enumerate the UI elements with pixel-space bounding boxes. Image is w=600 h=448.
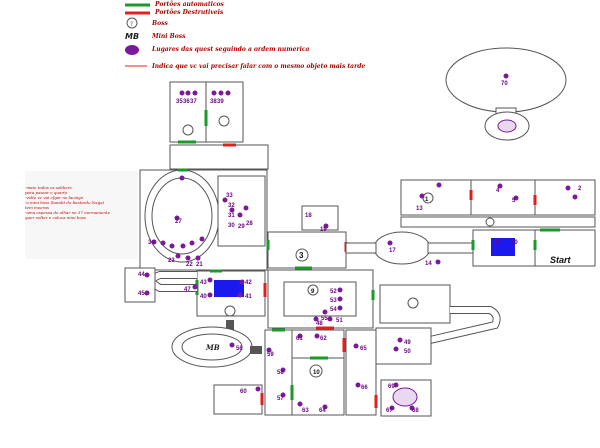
room-3	[267, 231, 347, 269]
room-60	[213, 384, 263, 415]
svg-text:34: 34	[148, 240, 155, 246]
svg-text:36: 36	[183, 99, 190, 105]
legend-mb-symbol: MB	[125, 32, 139, 41]
room-1	[400, 179, 472, 216]
svg-text:52: 52	[330, 289, 337, 295]
svg-text:17: 17	[389, 248, 396, 254]
note-line: -o mini boss (bandit do bastardo Naga)	[25, 200, 105, 205]
start-label: Start	[550, 255, 572, 265]
svg-text:37: 37	[190, 99, 197, 105]
svg-text:42: 42	[245, 280, 252, 286]
svg-text:58: 58	[277, 370, 284, 376]
svg-text:1: 1	[425, 197, 429, 203]
svg-text:32: 32	[228, 203, 235, 209]
quest-labels: 35 36 37 38 39 33 32 31 30 34 23 29 28 2…	[138, 81, 582, 414]
note-line: quer voltar o coloca mini boss	[25, 215, 86, 220]
svg-text:29: 29	[238, 224, 245, 230]
svg-text:28: 28	[246, 221, 253, 227]
legend-arrow-text: Indica que vc vai precisar falar com o m…	[152, 63, 366, 70]
svg-text:49: 49	[404, 340, 411, 346]
legend-auto-gate-text: Portões automaticos	[155, 1, 224, 8]
svg-text:10: 10	[511, 240, 518, 246]
tower-right-room	[205, 81, 244, 143]
legend-mb-text: Mini Boss	[152, 33, 186, 40]
svg-text:40: 40	[200, 294, 207, 300]
room-70	[445, 47, 567, 113]
svg-text:50: 50	[404, 349, 411, 355]
legend-destr-gate-text: Portões Destrutiveis	[155, 9, 224, 16]
svg-text:27: 27	[175, 219, 182, 225]
svg-text:61: 61	[296, 336, 303, 342]
room-65-66	[345, 329, 377, 416]
svg-text:64: 64	[319, 408, 326, 414]
svg-text:67: 67	[386, 408, 393, 414]
svg-text:35: 35	[176, 99, 183, 105]
room-4	[470, 179, 536, 216]
room-2-12	[534, 179, 596, 216]
svg-text:68: 68	[412, 408, 419, 414]
note-line: -volte vc vai cfgar no lacaigo	[25, 195, 84, 200]
svg-text:66: 66	[361, 385, 368, 391]
note-line: para passar o quarto	[25, 190, 68, 195]
svg-text:41: 41	[245, 294, 252, 300]
svg-text:63: 63	[302, 408, 309, 414]
note-line: -uma espessa do olhar no 37 normamente	[25, 210, 110, 215]
room-49-50	[375, 327, 432, 365]
svg-text:3: 3	[299, 251, 304, 260]
svg-text:62: 62	[320, 336, 327, 342]
room-12-16	[301, 205, 339, 231]
svg-text:10: 10	[313, 370, 320, 376]
svg-text:4: 4	[496, 188, 500, 194]
svg-text:60: 60	[240, 389, 247, 395]
quest-dots	[144, 73, 578, 411]
svg-text:38: 38	[210, 99, 217, 105]
room-17-oval	[373, 231, 431, 265]
svg-text:70: 70	[501, 81, 508, 87]
svg-text:48: 48	[316, 321, 323, 327]
legend-boss-icon	[126, 17, 138, 29]
mb-label: MB	[205, 343, 220, 352]
svg-text:59: 59	[267, 352, 274, 358]
svg-text:21: 21	[196, 262, 203, 268]
svg-text:43: 43	[200, 280, 207, 286]
room-57-59	[264, 329, 293, 416]
svg-text:54: 54	[330, 307, 337, 313]
svg-text:19: 19	[320, 227, 327, 233]
svg-text:14: 14	[425, 261, 432, 267]
svg-text:65: 65	[360, 346, 367, 352]
start-room	[534, 229, 596, 267]
svg-text:18: 18	[305, 213, 312, 219]
svg-text:45: 45	[138, 291, 145, 297]
svg-text:69: 69	[388, 384, 395, 390]
svg-text:5: 5	[512, 198, 516, 204]
svg-text:?: ?	[130, 21, 133, 28]
svg-text:57: 57	[277, 396, 284, 402]
svg-text:8: 8	[496, 240, 500, 246]
svg-text:31: 31	[228, 213, 235, 219]
svg-text:13: 13	[416, 206, 423, 212]
legend-quest-dot-icon	[125, 45, 139, 55]
svg-text:2: 2	[578, 186, 582, 192]
legend-boss-text: Boss	[152, 20, 168, 27]
svg-text:53: 53	[330, 298, 337, 304]
svg-text:30: 30	[228, 223, 235, 229]
svg-text:39: 39	[217, 99, 224, 105]
svg-text:51: 51	[336, 318, 343, 324]
svg-text:33: 33	[226, 193, 233, 199]
blue-key-block	[491, 238, 515, 256]
svg-text:56: 56	[236, 346, 243, 352]
svg-text:47: 47	[184, 287, 191, 293]
note-line: tem moeras	[25, 205, 49, 210]
svg-text:9: 9	[311, 289, 315, 295]
svg-text:22: 22	[186, 262, 193, 268]
notes-panel: -mate todos os soldiers para passar o qu…	[25, 171, 138, 259]
legend-quest-text: Lugares das quest seguindo a ordem numer…	[152, 46, 310, 53]
svg-text:55: 55	[321, 316, 328, 322]
svg-text:23: 23	[168, 258, 175, 264]
note-line: -mate todos os soldiers	[25, 185, 72, 190]
svg-text:44: 44	[138, 272, 145, 278]
blue-block-left	[214, 280, 244, 297]
